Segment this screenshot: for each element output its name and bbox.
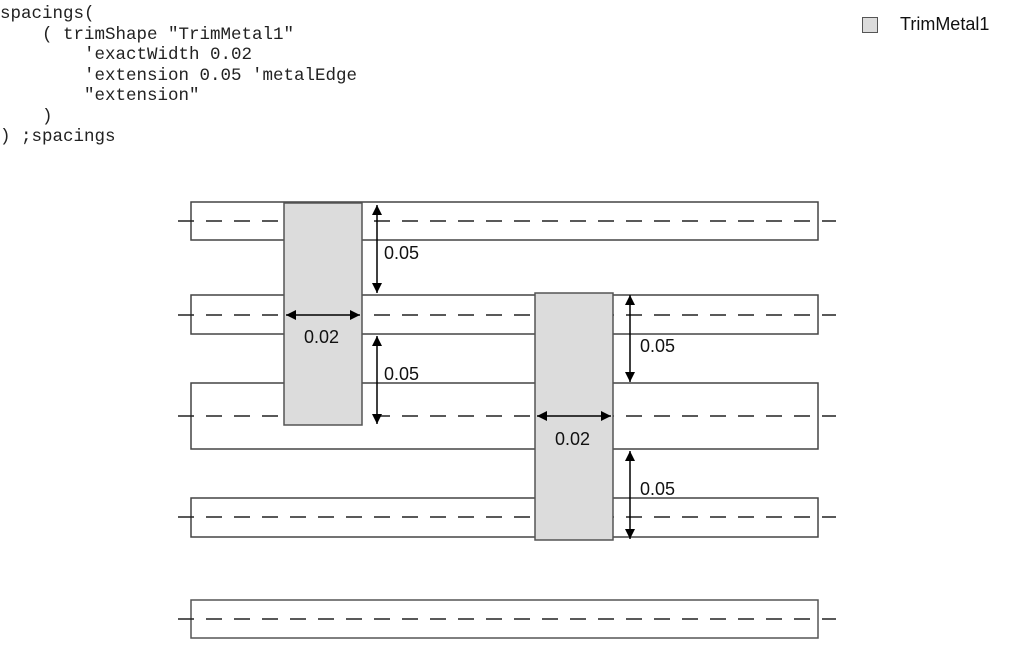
legend-label: TrimMetal1 [900,14,990,34]
width-label: 0.02 [304,327,339,347]
legend-swatch-trimmetal1 [862,16,878,33]
extension-label: 0.05 [640,479,675,499]
wire-5 [178,599,836,639]
code-line: ) ;spacings [0,127,116,147]
code-snippet: spacings( ( trimShape "TrimMetal1" 'exac… [0,4,357,148]
wire-2 [178,294,836,335]
wires [178,201,836,639]
extension-label: 0.05 [384,243,419,263]
width-label: 0.02 [555,429,590,449]
extension-label: 0.05 [384,364,419,384]
extension-label: 0.05 [640,336,675,356]
trim-shape-left [283,202,363,426]
code-line: 'exactWidth 0.02 [0,45,253,65]
wire-4 [178,497,836,538]
code-line: 'extension 0.05 'metalEdge [0,65,358,86]
wire-1 [178,201,836,241]
code-line: ) [0,106,53,127]
code-line: "extension" [0,86,200,106]
legend: TrimMetal1 [862,14,989,35]
code-line: spacings( [0,4,95,24]
wire-3 [178,382,836,450]
code-line: ( trimShape "TrimMetal1" [0,24,295,45]
